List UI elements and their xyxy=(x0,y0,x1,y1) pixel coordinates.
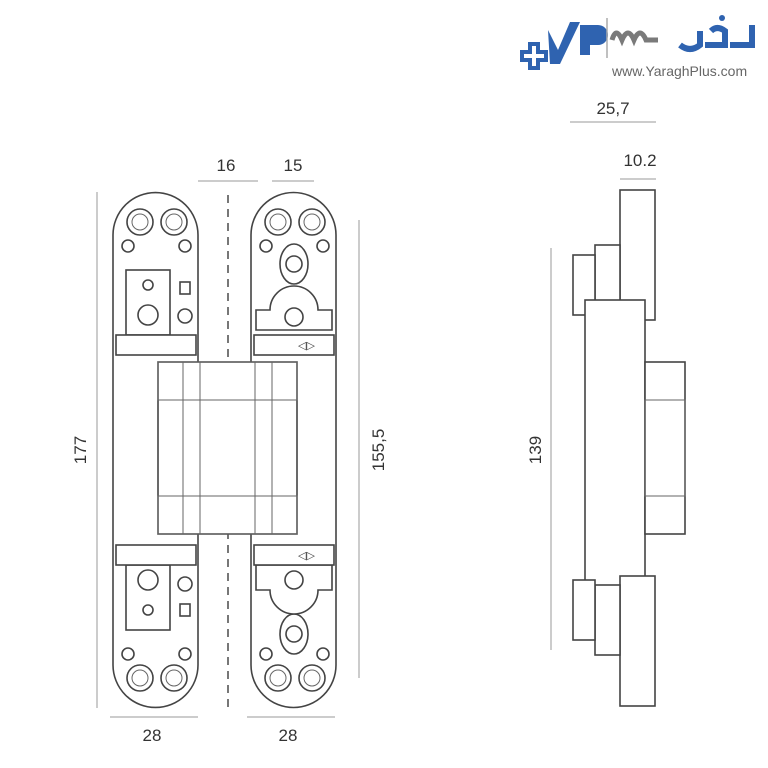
dim-width-right-label: 28 xyxy=(279,726,298,745)
svg-text:◁▷: ◁▷ xyxy=(298,550,315,562)
plus-icon xyxy=(520,42,548,70)
yaraghplus-logo: www.YaraghPlus.com xyxy=(520,15,755,79)
dim-side-height-label: 139 xyxy=(526,436,545,464)
logo-url: www.YaraghPlus.com xyxy=(611,63,747,79)
hinge-body xyxy=(157,361,298,535)
dim-gap-label: 16 xyxy=(217,156,236,175)
left-hinge-plate xyxy=(112,191,199,709)
dim-height-inner-label: 155,5 xyxy=(369,429,388,472)
dimension-lines xyxy=(96,121,656,718)
dim-depth-total-label: 25,7 xyxy=(596,99,629,118)
dim-plate-label: 10.2 xyxy=(623,151,656,170)
dim-width-left-label: 28 xyxy=(143,726,162,745)
side-view xyxy=(572,189,686,707)
svg-text:◁▷: ◁▷ xyxy=(298,340,315,352)
dim-height-total-label: 177 xyxy=(71,436,90,464)
dim-offset-label: 15 xyxy=(284,156,303,175)
